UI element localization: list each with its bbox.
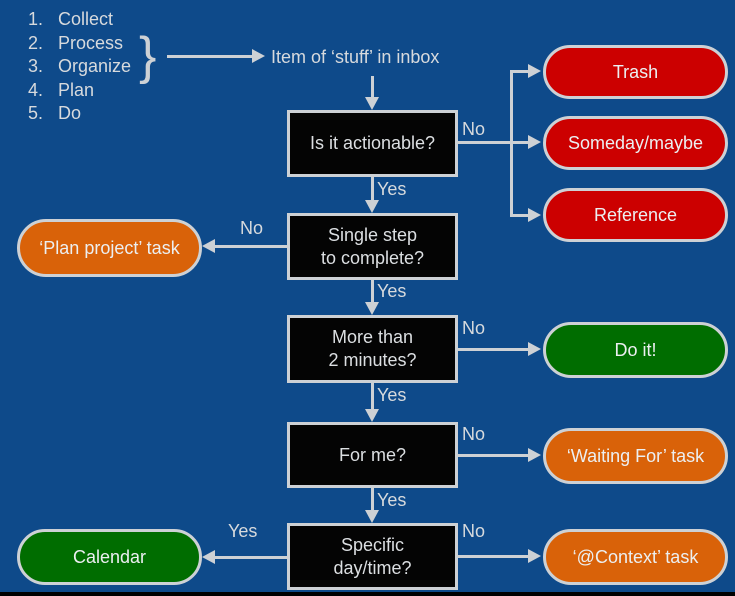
arrowhead-right-icon: [528, 448, 541, 462]
connector-2minutes-no: [458, 348, 529, 351]
connector-daytime-no: [458, 555, 529, 558]
arrowhead-right-icon: [528, 208, 541, 222]
list-item: 3. Organize: [28, 55, 131, 79]
edge-label-yes: Yes: [377, 385, 407, 405]
connector-actionable-no: [458, 141, 513, 144]
edge-label-yes: Yes: [377, 490, 407, 510]
step-number: 5.: [28, 103, 44, 123]
outcome-plan-project-task: ‘Plan project’ task: [17, 219, 202, 277]
outcome-label: ‘Waiting For’ task: [566, 445, 705, 466]
arrowhead-right-icon: [528, 549, 541, 563]
decision-for-me: For me?: [287, 422, 458, 488]
arrowhead-left-icon: [202, 550, 215, 564]
outcome-trash: Trash: [543, 45, 728, 99]
step-number: 3.: [28, 56, 44, 76]
decision-text: Is it actionable?: [309, 133, 436, 153]
list-item: 2. Process: [28, 32, 131, 56]
bottom-border: [0, 592, 735, 596]
connector-no-branch-vertical: [510, 70, 513, 217]
list-item: 4. Plan: [28, 79, 131, 103]
connector-forme-no: [458, 454, 529, 457]
arrowhead-down-icon: [365, 200, 379, 213]
arrowhead-down-icon: [365, 409, 379, 422]
connector-forme-yes: [371, 488, 374, 510]
connector-inbox-actionable: [371, 76, 374, 97]
outcome-context-task: ‘@Context’ task: [543, 529, 728, 585]
outcome-label: ‘@Context’ task: [572, 546, 699, 567]
decision-text: More than: [331, 327, 414, 347]
decision-specific-daytime: Specific day/time?: [287, 523, 458, 590]
connector-to-trash: [513, 70, 529, 73]
edge-label-no: No: [462, 521, 486, 541]
outcome-someday-maybe: Someday/maybe: [543, 116, 728, 170]
connector-daytime-yes: [214, 556, 287, 559]
arrowhead-down-icon: [365, 97, 379, 110]
step-label: Process: [58, 32, 124, 53]
connector-actionable-yes: [371, 177, 374, 200]
decision-text: 2 minutes?: [328, 350, 417, 370]
decision-text: Specific: [340, 534, 405, 555]
arrowhead-right-icon: [528, 135, 541, 149]
connector-brace-inbox: [167, 55, 253, 58]
arrowhead-down-icon: [365, 510, 379, 523]
arrowhead-left-icon: [202, 239, 215, 253]
method-steps-list: 1. Collect 2. Process 3. Organize 4. Pla…: [28, 8, 131, 126]
outcome-label: ‘Plan project’ task: [39, 237, 180, 258]
decision-text: day/time?: [333, 557, 412, 578]
connector-to-reference: [513, 214, 529, 217]
outcome-label: Calendar: [72, 546, 147, 567]
outcome-label: Reference: [593, 204, 678, 225]
arrowhead-right-icon: [252, 49, 265, 63]
brace-icon: }: [139, 27, 157, 85]
edge-label-no: No: [240, 218, 264, 238]
arrowhead-right-icon: [528, 342, 541, 356]
decision-is-it-actionable: Is it actionable?: [287, 110, 458, 177]
step-label: Collect: [58, 9, 114, 29]
list-item: 1. Collect: [28, 8, 131, 32]
outcome-reference: Reference: [543, 188, 728, 242]
edge-label-no: No: [462, 119, 486, 139]
step-label: Plan: [58, 79, 95, 100]
edge-label-no: No: [462, 318, 486, 338]
outcome-label: Someday/maybe: [567, 132, 704, 153]
decision-single-step: Single step to complete?: [287, 213, 458, 280]
edge-label-yes: Yes: [228, 521, 258, 541]
step-label: Organize: [58, 56, 132, 76]
step-number: 2.: [28, 32, 44, 53]
edge-label-yes: Yes: [377, 281, 407, 301]
outcome-label: Trash: [612, 61, 659, 82]
connector-singlestep-no: [214, 245, 287, 248]
decision-text: For me?: [338, 444, 407, 465]
outcome-waiting-for-task: ‘Waiting For’ task: [543, 428, 728, 484]
connector-to-someday: [513, 141, 529, 144]
connector-2minutes-yes: [371, 383, 374, 409]
edge-label-yes: Yes: [377, 179, 407, 199]
step-number: 1.: [28, 9, 44, 29]
outcome-label: Do it!: [614, 339, 657, 360]
connector-singlestep-yes: [371, 280, 374, 302]
step-number: 4.: [28, 79, 44, 100]
inbox-item-label: Item of ‘stuff’ in inbox: [271, 47, 440, 67]
decision-text: Single step: [327, 224, 418, 245]
edge-label-no: No: [462, 424, 486, 444]
list-item: 5. Do: [28, 102, 131, 126]
step-label: Do: [58, 103, 82, 123]
decision-text: to complete?: [320, 247, 425, 268]
outcome-do-it: Do it!: [543, 322, 728, 378]
outcome-calendar: Calendar: [17, 529, 202, 585]
arrowhead-right-icon: [528, 64, 541, 78]
decision-more-than-2-minutes: More than 2 minutes?: [287, 315, 458, 383]
arrowhead-down-icon: [365, 302, 379, 315]
